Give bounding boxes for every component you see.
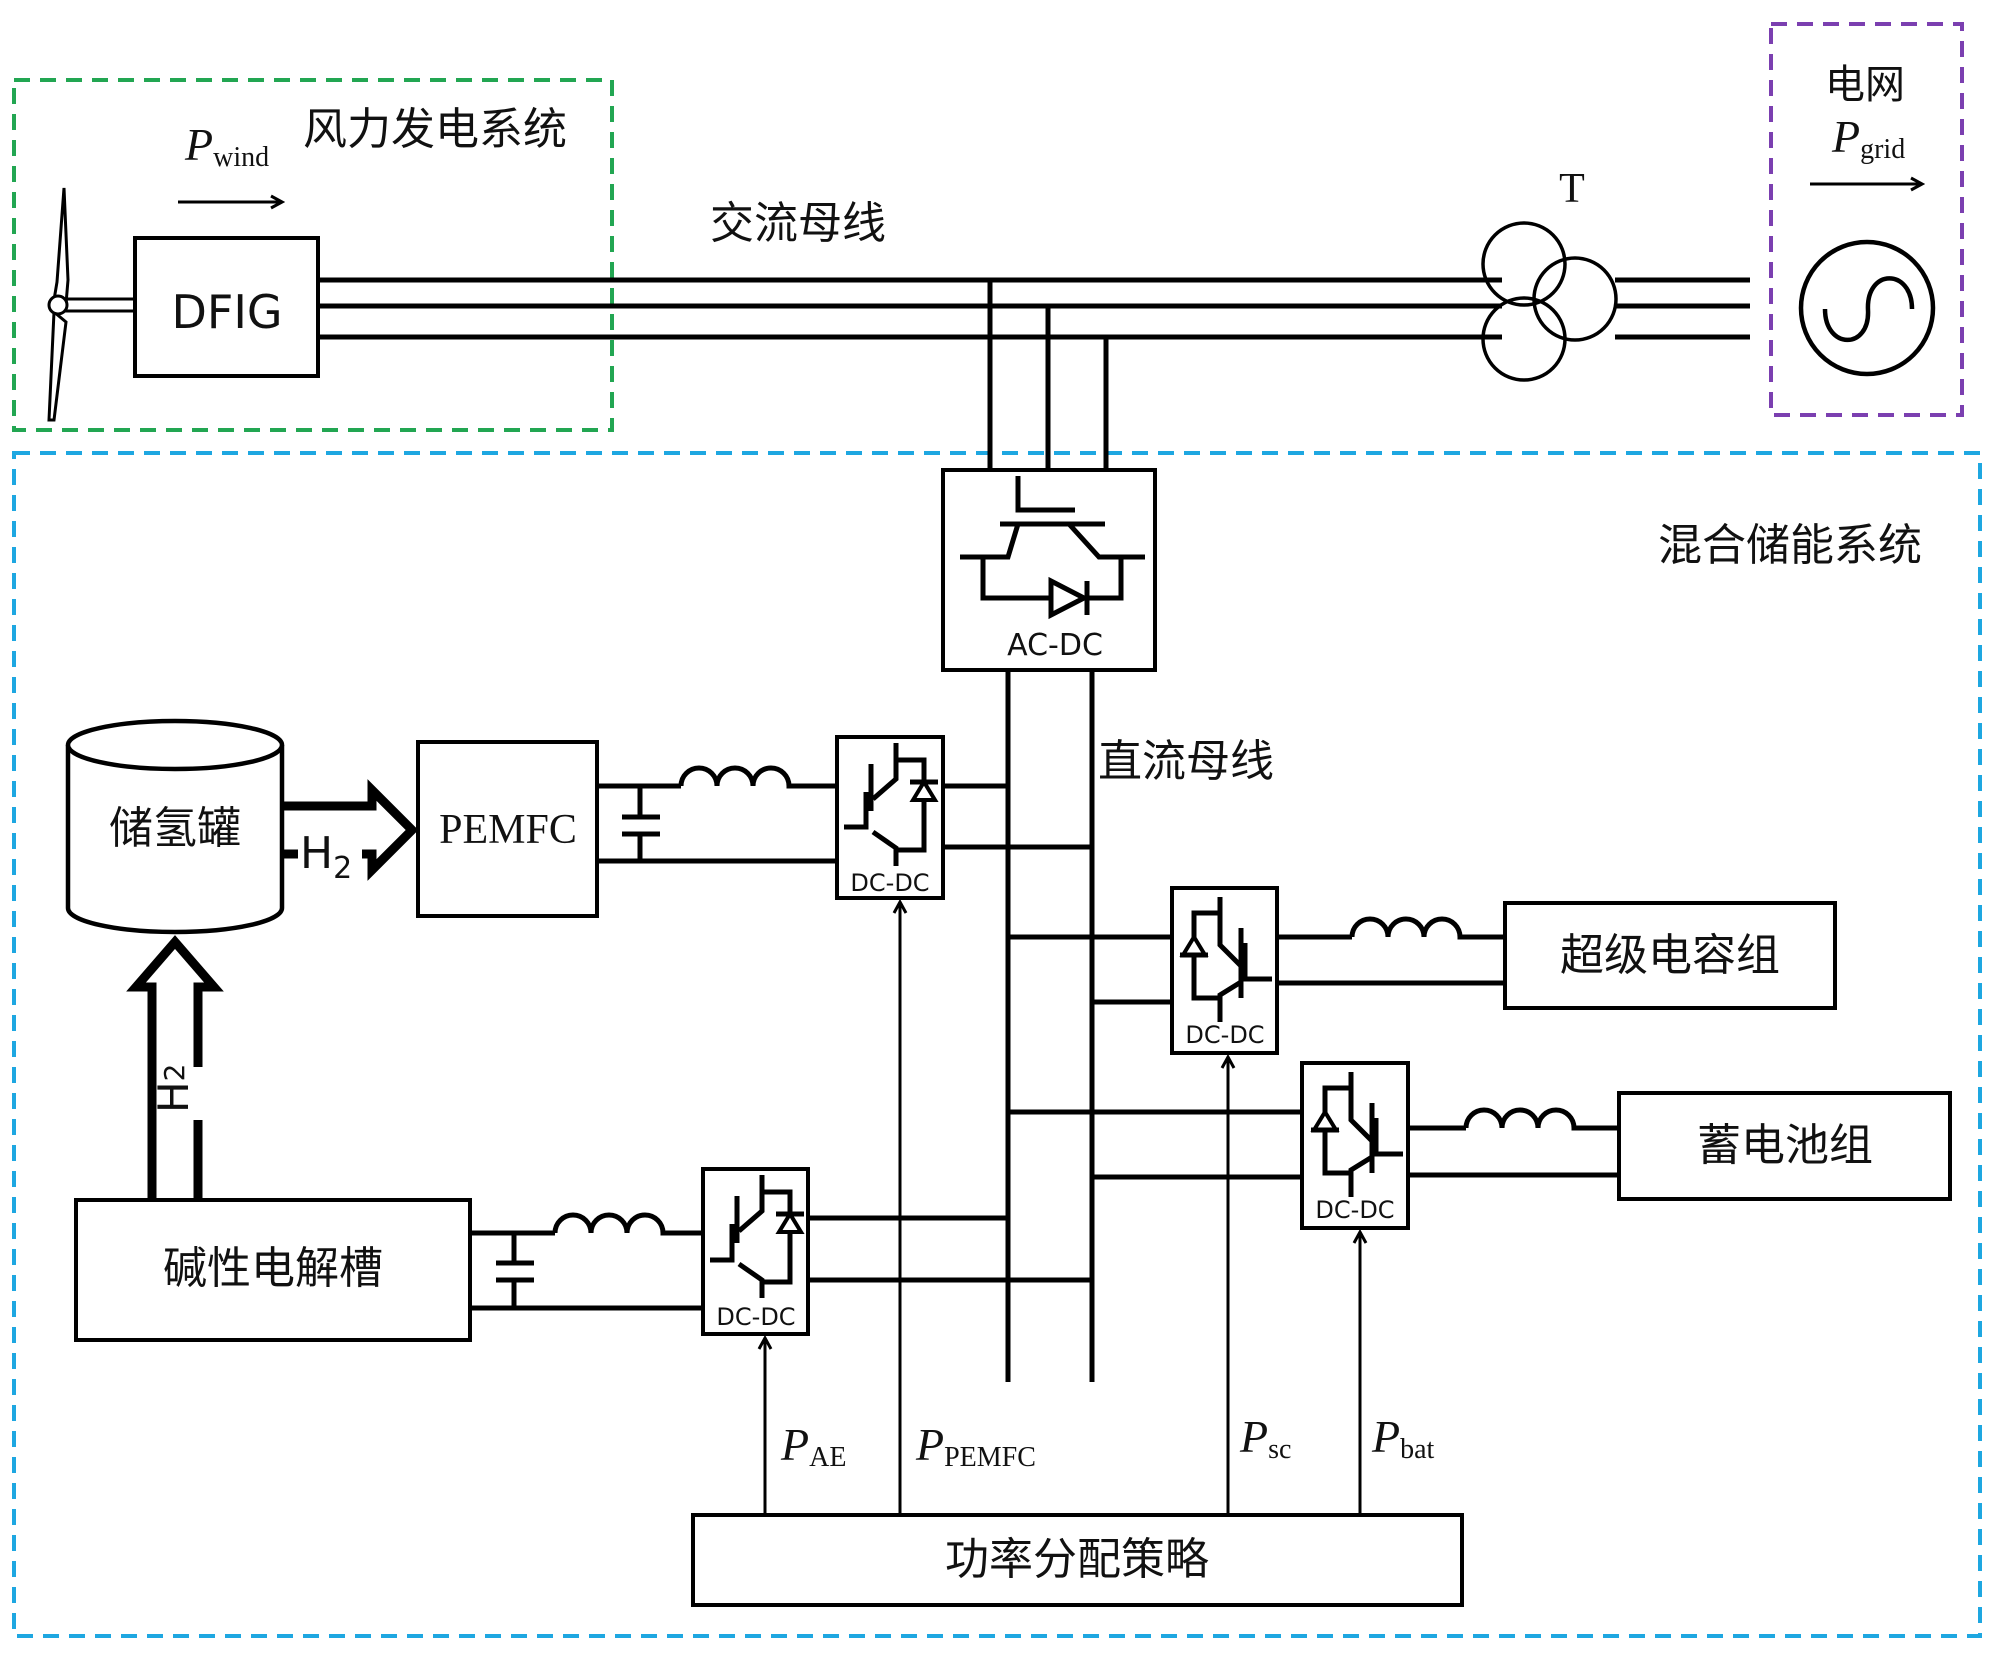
h2-label-vertical: H2 — [149, 1064, 198, 1113]
h2-label-horizontal: H2 — [300, 828, 352, 886]
electrolyzer-filter — [470, 1212, 705, 1311]
wind-system-label: 风力发电系统 — [303, 104, 567, 155]
hybrid-storage-region — [12, 451, 1982, 1638]
bat-filter — [1408, 1107, 1619, 1178]
hybrid-storage-label: 混合储能系统 — [1658, 520, 1922, 571]
electrolyzer-label: 碱性电解槽 — [163, 1243, 383, 1294]
power-allocation-strategy-box — [691, 1513, 1464, 1607]
p-sc-label: Psc — [1239, 1411, 1291, 1465]
battery-bank — [1617, 1091, 1952, 1201]
ac-bus-label: 交流母线 — [710, 198, 886, 249]
wind-turbine-icon — [47, 187, 135, 422]
bat-dc-dc-label: DC-DC — [1315, 1196, 1394, 1224]
inductor-icon — [1463, 1107, 1619, 1131]
pemfc-dc-dc-label: DC-DC — [850, 869, 929, 897]
ac-feeder-lines — [987, 278, 1109, 470]
ae-dc-dc-label: DC-DC — [716, 1303, 795, 1331]
dc-bus-label: 直流母线 — [1098, 736, 1274, 787]
inductor-icon — [552, 1212, 705, 1236]
supercapacitor-label: 超级电容组 — [1560, 930, 1780, 981]
transformer-label: T — [1559, 166, 1585, 212]
grid-region — [1769, 22, 1964, 417]
ac-bus — [318, 277, 1502, 340]
sc-dc-dc-label: DC-DC — [1185, 1021, 1264, 1049]
hydrogen-tank-label: 储氢罐 — [109, 803, 241, 854]
bat-igbt-icon — [1310, 1072, 1403, 1197]
h2-flow-arrow-to-pemfc — [282, 779, 419, 881]
p-bat-label: Pbat — [1371, 1411, 1435, 1465]
sc-dc-dc-converter — [1170, 886, 1279, 1055]
ae-igbt-icon — [710, 1175, 805, 1298]
p-ae-label: PAE — [780, 1419, 846, 1473]
pemfc-igbt-icon — [844, 743, 939, 866]
power-allocation-strategy-label: 功率分配策略 — [945, 1534, 1209, 1585]
pemfc-label: PEMFC — [439, 807, 577, 853]
wind-system-region — [12, 78, 614, 432]
ac-dc-label: AC-DC — [1007, 628, 1103, 663]
p-pemfc-label: PPEMFC — [915, 1419, 1036, 1473]
dfig-box — [133, 236, 320, 378]
sc-filter — [1277, 916, 1505, 986]
h2-flow-arrow-to-tank — [126, 935, 224, 1200]
bat-dc-dc-converter — [1300, 1061, 1410, 1230]
p-wind-label: Pwind — [184, 119, 269, 173]
pemfc-filter — [597, 765, 840, 864]
grid-label: 电网 — [1825, 62, 1905, 108]
p-grid-label: Pgrid — [1831, 111, 1905, 165]
supercapacitor-bank — [1503, 901, 1837, 1010]
grid-feeder-lines — [1615, 277, 1750, 340]
electrolyzer-box — [74, 1198, 472, 1342]
transformer-icon — [1481, 221, 1618, 382]
pemfc-box — [416, 740, 599, 918]
dc-bus — [1005, 670, 1095, 1382]
battery-label: 蓄电池组 — [1697, 1120, 1873, 1171]
igbt-diode-icon — [960, 476, 1145, 620]
inductor-icon — [1349, 916, 1505, 940]
sc-igbt-icon — [1179, 897, 1272, 1022]
hydrogen-tank — [65, 718, 285, 935]
ac-source-icon — [1798, 239, 1936, 377]
dfig-label: DFIG — [171, 285, 282, 339]
inductor-icon — [678, 765, 840, 789]
